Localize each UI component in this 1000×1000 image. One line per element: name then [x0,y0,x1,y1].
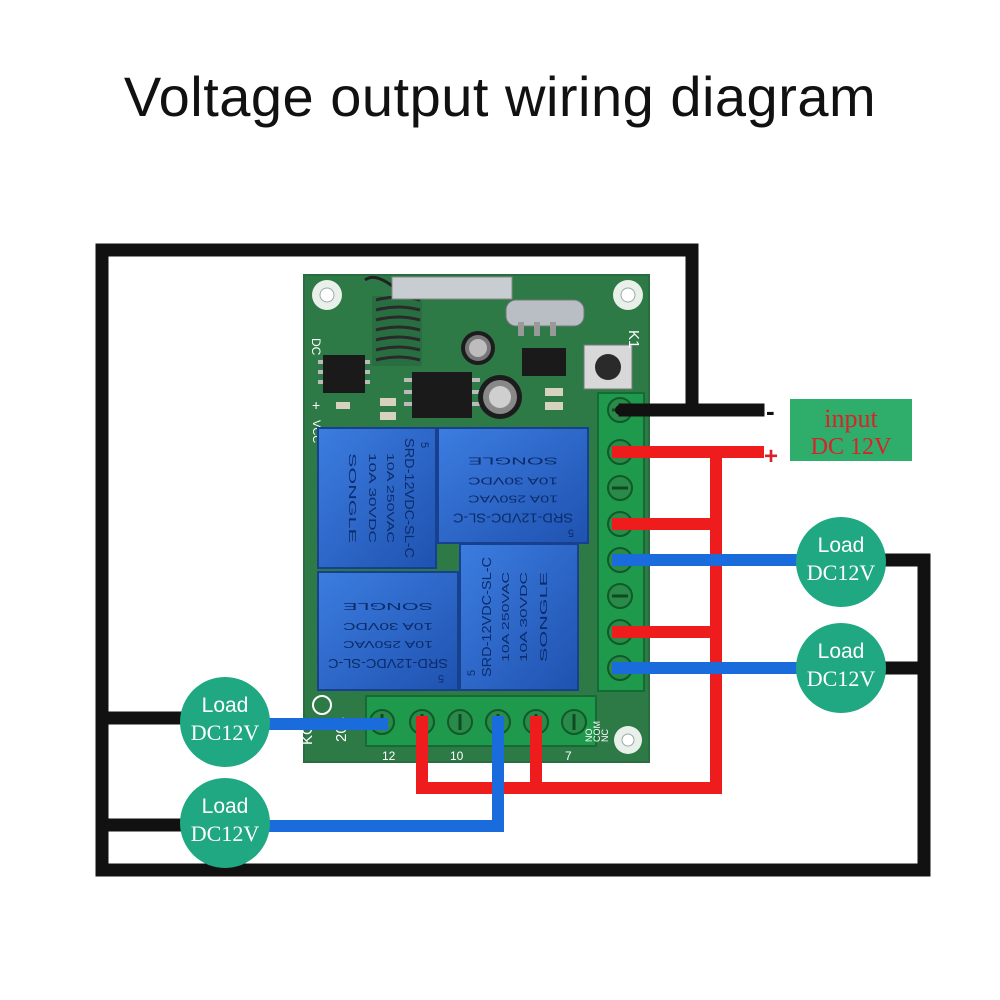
mounting-hole-icon [613,280,643,310]
bottom-terminal-block [365,695,597,747]
load-output-wire [262,716,504,832]
relay-group: SRD-12VDC-SL-C 10A 250VAC 10A 30VDC SONGLE 5… [317,427,589,691]
load-badge: Load DC12V [180,677,270,767]
mounting-hole-icon [312,280,342,310]
terminal-label-com: COM [592,721,602,742]
load-badge-voltage: DC12V [807,560,876,585]
input-label-box [790,399,912,461]
plus-marking: + [312,397,320,413]
relay-pin-text: 5 [438,672,444,684]
relay-pin-text: 5 [418,442,430,448]
terminal-label-no: NO [584,729,594,743]
input-voltage-text: DC 12V [811,434,892,460]
load-badge-title: Load [818,534,865,557]
positive-wires [416,446,764,794]
load-badge: Load DC12V [180,778,270,868]
push-button-icon [583,344,633,390]
positive-bus-wire [416,446,722,794]
relay-spec-dc-30-text: 10A 30VDC [343,620,433,631]
load-badge-title: Load [202,694,249,717]
relay-spec-ac-250-text: 10A 250VAC [384,453,395,543]
input-label: - + input DC 12V [764,396,912,470]
dc-marking: DC [309,338,323,356]
input-plus-sign: + [764,443,778,470]
header-code: K1 [625,330,642,348]
right-terminal-block [597,392,645,692]
terminal-label-10: 10 [450,749,464,763]
terminal-label-nc: NC [600,729,610,742]
terminal-label-12: 12 [382,749,396,763]
load-badge-title: Load [202,795,249,818]
input-label-text: input [824,404,878,433]
relay-spec-dc-30-text: 10A 30VDC [366,453,377,543]
terminal-label-7: 7 [565,749,572,763]
load-badge-voltage: DC12V [191,720,260,745]
relay: SRD-12VDC-SL-C 10A 250VAC 10A 30VDC SONGLE 5 [459,543,579,691]
ic-chip-icon [522,348,566,376]
relay-brand-text: SONGLE [539,571,550,662]
load-badge-voltage: DC12V [191,821,260,846]
load-wires [262,554,806,832]
negative-wires [95,243,931,877]
terminal-screw-icon [447,709,473,735]
load-badge: Load DC12V [796,517,886,607]
diagram-title: Voltage output wiring diagram [123,65,877,128]
relay-spec-dc-30-text: 10A 30VDC [519,572,530,662]
relay: SRD-12VDC-SL-C 10A 250VAC 10A 30VDC SONGLE 5 [437,427,589,544]
rf-receiver-module [391,276,585,336]
ic-chip-icon [318,355,370,393]
mounting-hole-icon [614,726,642,754]
relay-model-text: SRD-12VDC-SL-C [453,511,573,526]
relay: SRD-12VDC-SL-C 10A 250VAC 10A 30VDC SONGLE 5 [317,427,437,569]
terminal-screw-icon [561,709,587,735]
relay-spec-ac-250-text: 10A 250VAC [468,493,558,504]
capacitor-icon [461,331,495,365]
relay-spec-ac-250-text: 10A 250VAC [501,572,512,662]
capacitor-icon [478,375,522,419]
input-minus-sign: - [766,396,775,426]
ic-chip-icon [404,372,480,418]
relay-brand-text: SONGLE [342,600,433,611]
relay-brand-text: SONGLE [346,453,357,544]
relay-model-text: SRD-12VDC-SL-C [402,438,417,558]
load-badge-voltage: DC12V [807,666,876,691]
relay-model-text: SRD-12VDC-SL-C [479,557,494,677]
load-badge: Load DC12V [796,623,886,713]
relay-pin-text: 5 [466,670,478,676]
terminal-screw-icon [607,475,633,501]
relay-spec-dc-30-text: 10A 30VDC [468,475,558,486]
relay-pin-text: 5 [568,527,574,539]
terminal-screw-icon [607,583,633,609]
load-badge-title: Load [818,640,865,663]
negative-loop-wire [95,243,931,877]
relay-spec-ac-250-text: 10A 250VAC [343,638,433,649]
relay: SRD-12VDC-SL-C 10A 250VAC 10A 30VDC SONGLE 5 [317,571,459,691]
relay-model-text: SRD-12VDC-SL-C [328,656,448,671]
relay-brand-text: SONGLE [467,455,558,466]
